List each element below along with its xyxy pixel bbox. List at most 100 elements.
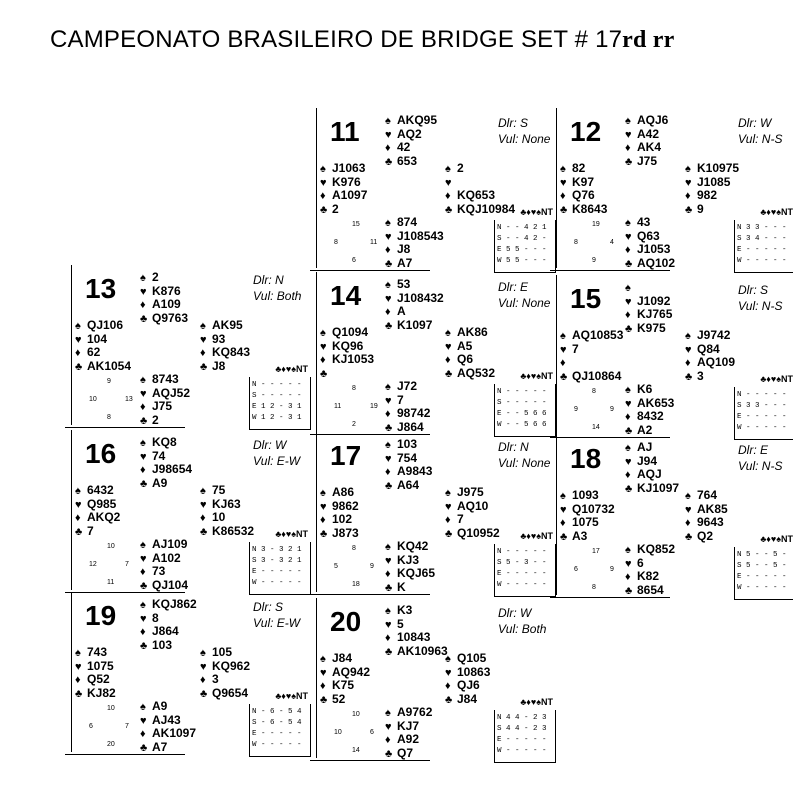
south-hcp: 6 (352, 257, 356, 264)
north-heart-line: ♥5 (385, 616, 448, 632)
spade-icon: ♠ (320, 653, 326, 665)
west-hand: ♠Q1094♥KQ96♦KJ1053♣ (320, 326, 374, 380)
board-divider-horizontal (550, 437, 670, 438)
west-spade-cards: 1093 (572, 488, 599, 502)
north-club-cards: J75 (637, 153, 658, 168)
spade-icon: ♠ (625, 282, 631, 294)
east-diamond-line: ♦AQ109 (685, 356, 735, 370)
table-header: ♣♦♥♠NT (275, 529, 308, 539)
north-heart-line: ♥74 (140, 449, 192, 464)
north-hand: ♠KQ8♥74♦J98654♣A9 (140, 436, 192, 490)
north-spade-cards: AJ (637, 440, 653, 454)
south-spade-cards: K6 (637, 382, 653, 396)
heart-icon: ♥ (140, 285, 147, 298)
table-header: ♣♦♥♠NT (520, 531, 553, 541)
north-club-line: ♣J75 (625, 153, 668, 169)
table-row: S - - 4 2 - (497, 235, 547, 243)
west-hcp: 10 (334, 729, 342, 736)
diamond-icon: ♦ (200, 674, 206, 687)
heart-icon: ♥ (200, 333, 207, 346)
table-row: E - - - - - (737, 246, 787, 254)
table-row: E - - - - - (737, 573, 787, 581)
east-heart-line: ♥AQ10 (445, 499, 500, 514)
west-spade-cards: A86 (332, 485, 355, 499)
diamond-icon: ♦ (385, 306, 391, 319)
spade-icon: ♠ (75, 320, 81, 332)
north-heart-cards: 5 (397, 616, 404, 631)
board-divider-horizontal (550, 270, 670, 271)
west-heart-cards: AQ942 (332, 664, 371, 679)
south-hcp: 2 (352, 421, 356, 428)
south-club-cards: A7 (152, 739, 168, 754)
east-hand: ♠J975♥AQ10♦7♣Q10952 (445, 486, 500, 540)
dealer-label: Dlr: W (738, 116, 772, 130)
diamond-icon: ♦ (140, 566, 146, 579)
east-club-line: ♣AQ532 (445, 366, 495, 381)
north-club-cards: Q9763 (152, 310, 189, 325)
spade-icon: ♠ (320, 163, 326, 175)
west-spade-cards: 82 (572, 161, 586, 175)
north-club-cards: A64 (397, 477, 420, 492)
south-heart-line: ♥Q63 (625, 229, 675, 244)
east-diamond-cards: 9643 (697, 515, 724, 530)
east-spade-cards: K10975 (697, 161, 740, 175)
east-heart-line: ♥KJ63 (200, 497, 254, 512)
east-club-cards: Q9654 (212, 685, 249, 700)
board-divider-horizontal (310, 760, 430, 761)
diamond-icon: ♦ (385, 734, 391, 747)
diamond-icon: ♦ (385, 142, 391, 155)
diamond-icon: ♦ (625, 244, 631, 257)
west-heart-line: ♥1075 (75, 659, 116, 674)
south-spade-cards: 8743 (152, 372, 179, 386)
north-hand: ♠AQJ6♥A42♦AK4♣J75 (625, 114, 668, 168)
heart-icon: ♥ (685, 503, 692, 516)
west-hand: ♠82♥K97♦Q76♣K8643 (560, 162, 607, 216)
south-club-cards: J864 (397, 419, 424, 434)
south-heart-line: ♥AJ43 (140, 713, 196, 728)
north-hcp: 8 (352, 385, 356, 392)
north-spade-cards: 2 (152, 270, 159, 284)
diamond-icon: ♦ (445, 680, 451, 693)
diamond-icon: ♦ (320, 680, 326, 693)
south-spade-line: ♠874 (385, 216, 444, 230)
table-row: E - - - - - (497, 570, 547, 578)
heart-icon: ♥ (320, 176, 327, 189)
club-icon: ♣ (625, 322, 633, 335)
vulnerability-label: Vul: None (498, 132, 551, 146)
west-diamond-cards: Q52 (87, 672, 110, 687)
east-diamond-line: ♦9643 (685, 516, 728, 530)
west-diamond-line: ♦ (560, 356, 623, 370)
west-club-cards: J873 (332, 525, 359, 540)
club-icon: ♣ (385, 319, 393, 332)
south-spade-line: ♠KQ42 (385, 540, 435, 554)
club-icon: ♣ (75, 525, 83, 538)
spade-icon: ♠ (685, 163, 691, 175)
north-spade-line: ♠AJ (625, 441, 679, 455)
club-icon: ♣ (385, 479, 393, 492)
spade-icon: ♠ (560, 490, 566, 502)
table-header: ♣♦♥♠NT (275, 364, 308, 374)
west-spade-cards: QJ106 (87, 318, 124, 332)
spade-icon: ♠ (625, 115, 631, 127)
club-icon: ♣ (140, 414, 148, 427)
east-club-cards: Q10952 (457, 525, 500, 540)
spade-icon: ♠ (625, 384, 631, 396)
north-club-cards: A9 (152, 475, 168, 490)
east-diamond-line: ♦3 (200, 673, 250, 687)
west-diamond-line: ♦KJ1053 (320, 353, 374, 367)
east-diamond-cards: 10 (212, 510, 226, 525)
south-hand: ♠J72♥7♦98742♣J864 (385, 380, 430, 434)
diamond-icon: ♦ (560, 357, 566, 370)
south-spade-line: ♠J72 (385, 380, 430, 394)
south-spade-line: ♠ K6 (625, 383, 674, 397)
south-diamond-cards: J75 (152, 399, 173, 414)
table-row: E 1 2 - 3 1 (252, 403, 302, 411)
table-row: E - - - - - (497, 736, 547, 744)
dealer-label: Dlr: S (498, 116, 528, 130)
east-club-line: ♣Q2 (685, 529, 728, 544)
